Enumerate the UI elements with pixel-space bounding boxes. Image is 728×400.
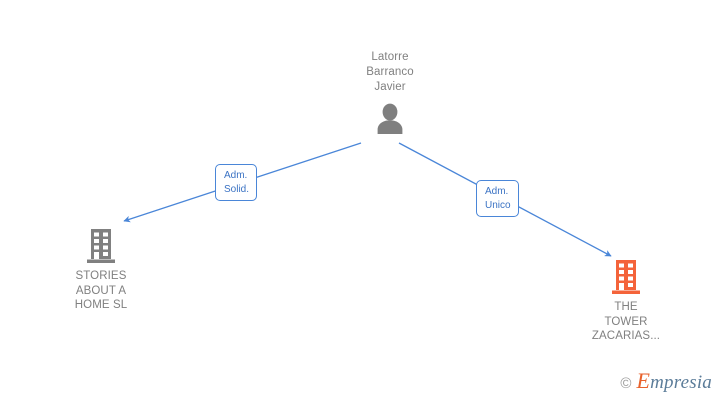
company-node-right[interactable]: THE TOWER ZACARIAS... <box>561 259 691 344</box>
person-node[interactable]: Latorre Barranco Javier <box>330 50 450 135</box>
copyright-icon: © <box>620 375 632 392</box>
brand-rest: mpresia <box>650 372 712 393</box>
company-node-right-label: THE TOWER ZACARIAS... <box>591 301 661 342</box>
brand-initial: E <box>636 368 651 393</box>
company-node-left-label: STORIES ABOUT A HOME SL <box>74 270 128 311</box>
edge-label-adm-solid[interactable]: Adm. Solid. <box>215 164 258 201</box>
building-icon <box>611 259 641 295</box>
edge-label-adm-unico[interactable]: Adm. Unico <box>476 180 519 217</box>
brand-logo-text: Empresia <box>636 368 712 393</box>
person-node-label: Latorre Barranco Javier <box>366 51 414 93</box>
building-icon <box>86 228 116 264</box>
company-node-left[interactable]: STORIES ABOUT A HOME SL <box>36 228 166 313</box>
person-icon <box>373 103 407 135</box>
empresia-watermark: © Empresia <box>620 368 712 393</box>
